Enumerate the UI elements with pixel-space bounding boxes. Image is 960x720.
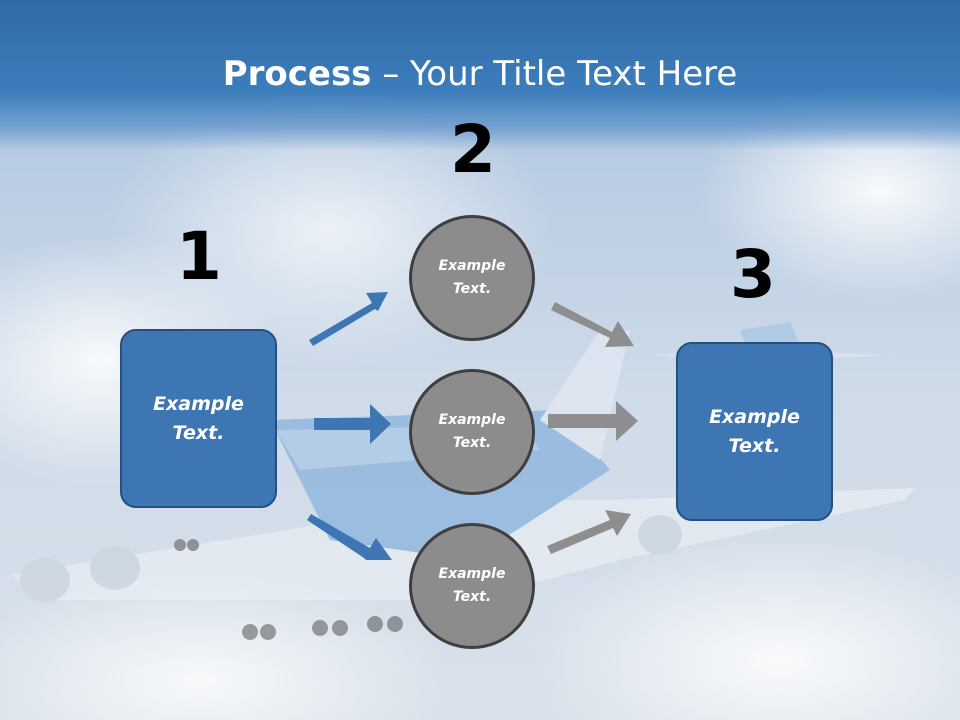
slide-title: Process – Your Title Text Here xyxy=(0,52,960,96)
circle-bottom-text: Example Text. xyxy=(438,566,506,605)
step-1-number: 1 xyxy=(176,218,222,295)
circle-bottom[interactable]: Example Text. xyxy=(409,523,535,649)
step-1-text: Example Text. xyxy=(153,392,244,444)
arrow-blue-up xyxy=(309,292,388,346)
arrow-gray-up xyxy=(547,510,631,554)
arrow-blue-down xyxy=(307,514,392,560)
circle-middle[interactable]: Example Text. xyxy=(409,369,535,495)
step-1-box[interactable]: Example Text. xyxy=(120,329,277,508)
step-3-text: Example Text. xyxy=(709,405,800,457)
circle-middle-text: Example Text. xyxy=(438,412,506,451)
step-2-number: 2 xyxy=(450,111,496,188)
circle-top-text: Example Text. xyxy=(438,258,506,297)
arrow-gray-right xyxy=(548,401,638,441)
step-3-box[interactable]: Example Text. xyxy=(676,342,833,521)
circle-top[interactable]: Example Text. xyxy=(409,215,535,341)
step-3-number: 3 xyxy=(730,236,776,313)
arrow-blue-right xyxy=(314,404,391,444)
title-bold: Process xyxy=(222,54,372,94)
title-banner xyxy=(0,0,960,150)
title-rest: – Your Title Text Here xyxy=(371,54,738,94)
arrow-gray-down xyxy=(551,302,634,347)
